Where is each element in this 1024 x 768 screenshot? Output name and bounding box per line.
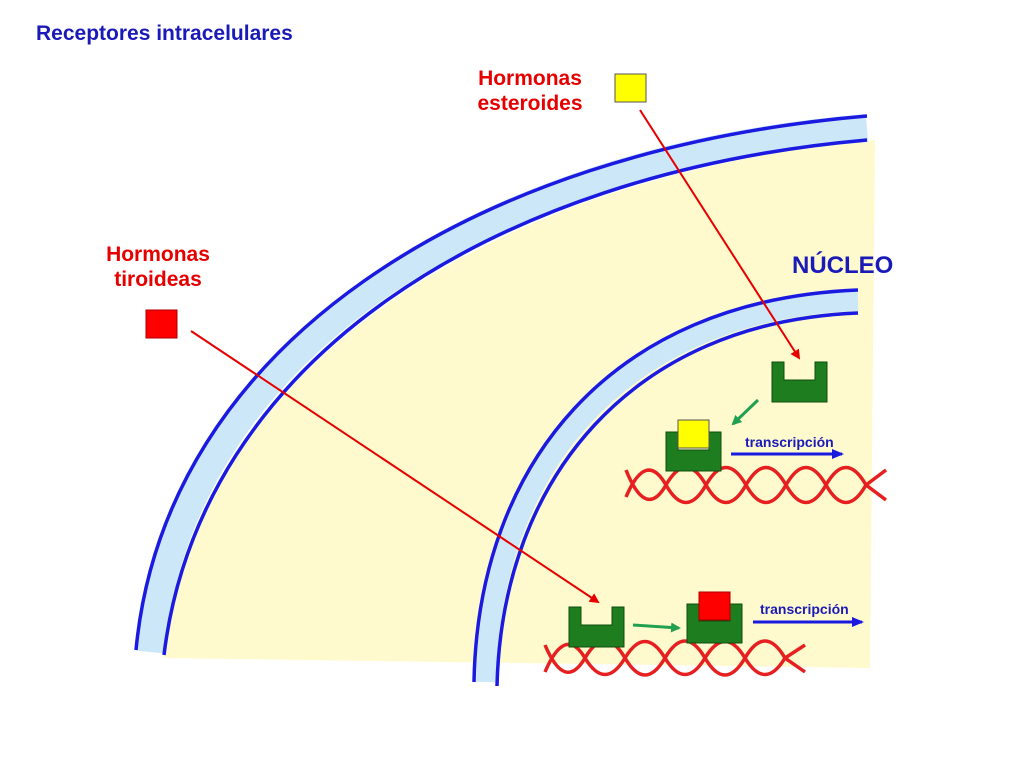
steroid-pathway-arrow (639, 109, 801, 360)
nuclear-membrane (472, 288, 859, 687)
transcription-label-upper: transcripción (745, 434, 834, 450)
diagram-title: Receptores intracelulares (36, 22, 293, 45)
cell-membrane (134, 114, 869, 656)
steroid-hormone-bound-icon (677, 419, 710, 449)
dna-helix-upper (624, 465, 888, 505)
thyroid-hormones-label: Hormonas tiroideas (78, 242, 238, 292)
steroid-hormone-icon (614, 73, 647, 103)
steroid-label-line1: Hormonas (478, 67, 582, 90)
thyroid-label-line2: tiroideas (114, 268, 202, 291)
dna-helix-lower (543, 639, 807, 677)
steroid-binding-arrow (731, 398, 760, 426)
steroid-hormones-label: Hormonas esteroides (450, 66, 610, 116)
thyroid-receptor-free (568, 606, 625, 648)
thyroid-binding-arrow (632, 622, 681, 633)
steroid-label-line2: esteroides (477, 92, 583, 115)
cytoplasm (163, 140, 875, 668)
transcription-label-lower: transcripción (760, 601, 849, 617)
thyroid-hormone-bound-icon (698, 591, 731, 621)
nucleus-label: NÚCLEO (792, 252, 894, 279)
thyroid-hormone-icon (145, 309, 178, 339)
steroid-receptor-free (771, 361, 828, 403)
thyroid-pathway-arrow (190, 330, 600, 604)
thyroid-label-line1: Hormonas (106, 243, 210, 266)
